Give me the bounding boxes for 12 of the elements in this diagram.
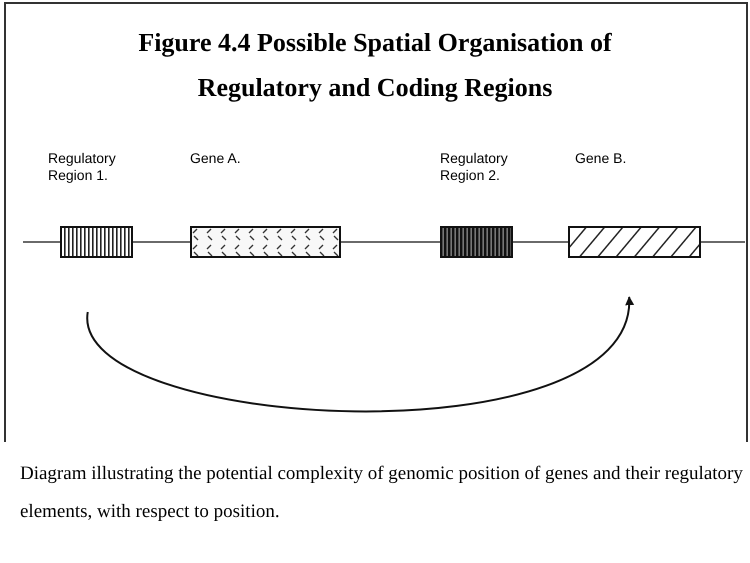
dna-strand-line (513, 241, 568, 243)
dna-strand-line (701, 241, 745, 243)
figure-caption: Diagram illustrating the potential complexity of genomic position of genes and their regulatory elements, with respect to position. (20, 462, 744, 524)
region-label: Gene A. (190, 150, 242, 167)
figure-title: Figure 4.4 Possible Spatial Organisation of Regulatory and Coding Regions (137, 27, 613, 104)
dna-strand-line (23, 241, 60, 243)
region-label: Gene B. (575, 150, 628, 167)
region-label: Regulatory Region 2. (440, 150, 509, 184)
region-label: Regulatory Region 1. (48, 150, 117, 184)
dna-strand-line (341, 241, 440, 243)
curved-arrow (86, 296, 632, 412)
dna-strand-line (133, 241, 190, 243)
